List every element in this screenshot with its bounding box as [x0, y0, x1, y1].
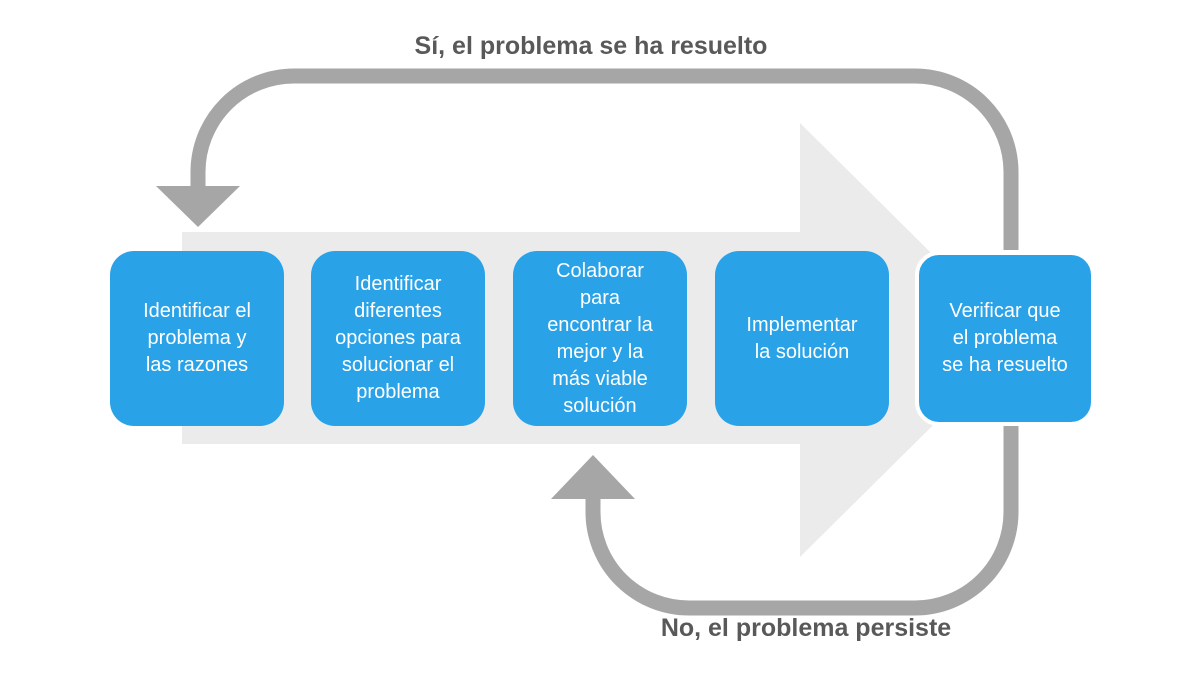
no-loop-label: No, el problema persiste	[660, 614, 952, 642]
step-label-3: Colaborar para encontrar la mejor y la m…	[547, 259, 653, 417]
step-box-5: Verificar que el problema se ha resuelto	[915, 251, 1095, 426]
arrow-up-icon	[551, 455, 635, 499]
yes-loop-label: Sí, el problema se ha resuelto	[414, 32, 768, 60]
step-box-4: Implementar la solución	[715, 251, 889, 426]
no-loop-line	[585, 426, 1019, 616]
step-label-4: Implementar la solución	[746, 313, 858, 363]
step-label-5: Verificar que el problema se ha resuelto	[942, 300, 1068, 376]
yes-loop-line	[190, 68, 1019, 250]
step-label-2: Identificar diferentes opciones para sol…	[335, 273, 461, 403]
step-label-1: Identificar el problema y las razones	[143, 300, 251, 376]
arrow-down-icon	[156, 186, 240, 227]
step-box-2: Identificar diferentes opciones para sol…	[311, 251, 485, 426]
step-box-3: Colaborar para encontrar la mejor y la m…	[513, 251, 687, 426]
step-box-1: Identificar el problema y las razones	[110, 251, 284, 426]
